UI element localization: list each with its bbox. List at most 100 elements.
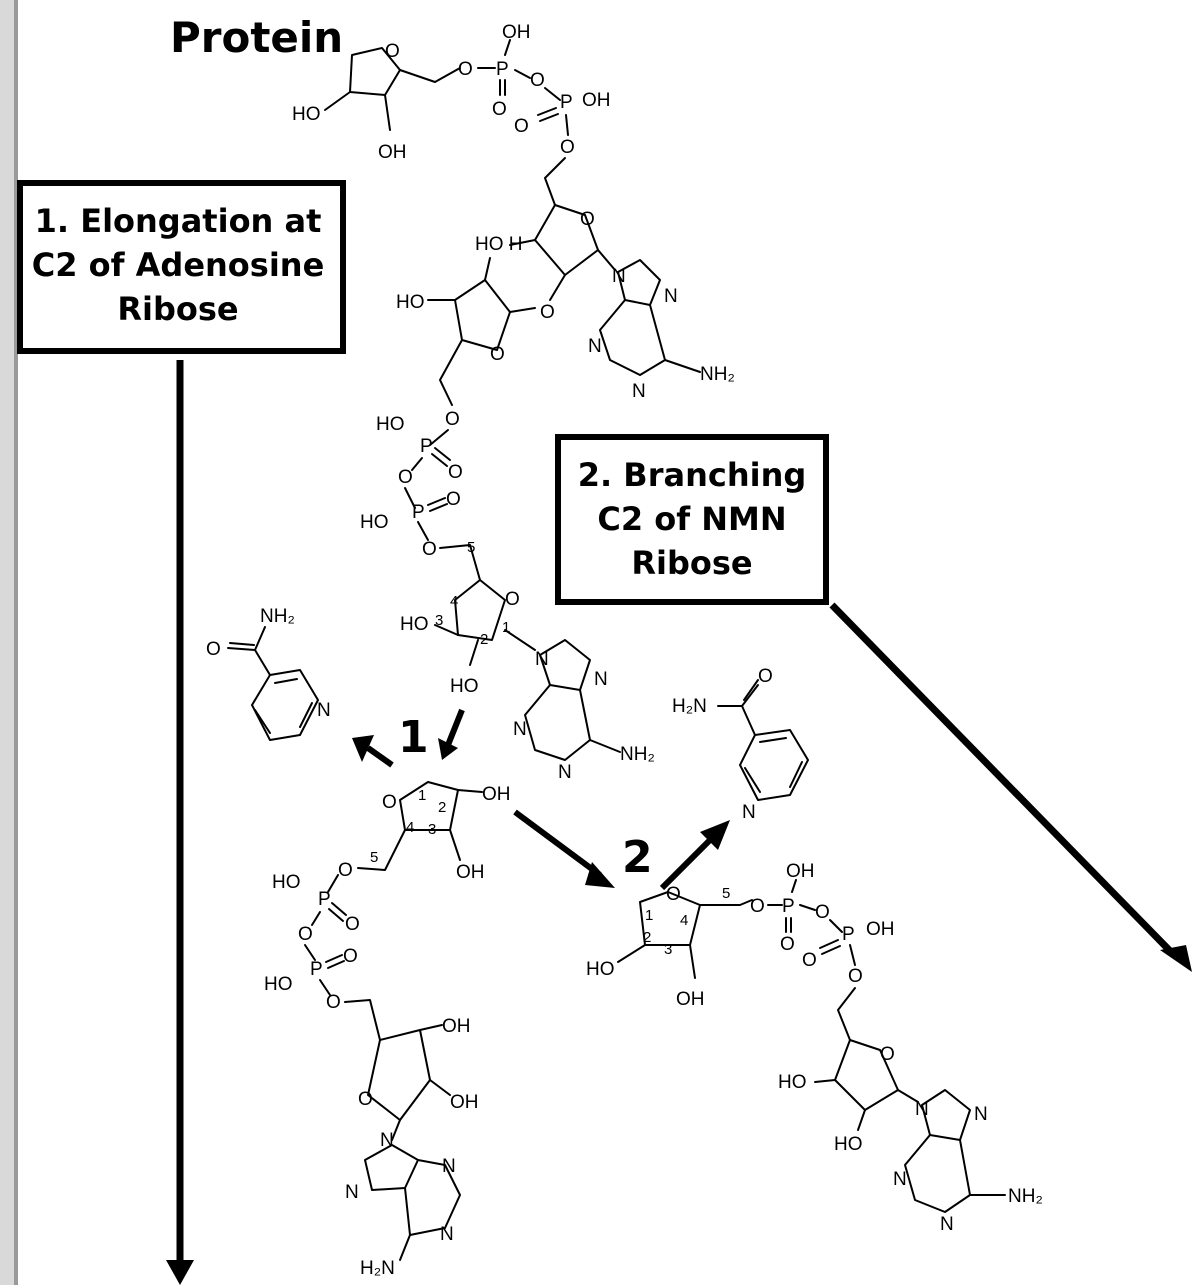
carbon-number-5: 5 xyxy=(370,849,378,866)
nicotinamide-right: H₂N O N xyxy=(672,666,809,823)
carbon-number-4: 4 xyxy=(406,819,414,836)
atom-nh2: NH₂ xyxy=(620,744,655,765)
atom-o: O xyxy=(802,950,817,971)
atom-h2n: H₂N xyxy=(672,696,707,717)
carbon-number-3: 3 xyxy=(435,612,443,629)
carbon-number-2: 2 xyxy=(438,799,446,816)
atom-nh2: NH₂ xyxy=(1008,1186,1043,1207)
atom-n: N xyxy=(915,1099,929,1120)
branching-pathway-arrow xyxy=(829,602,1192,972)
atom-o: O xyxy=(530,70,545,91)
atom-o: O xyxy=(505,589,520,610)
atom-p: P xyxy=(782,896,795,917)
atom-oh: OH xyxy=(502,22,531,43)
atom-n: N xyxy=(940,1214,954,1235)
atom-n: N xyxy=(594,669,608,690)
atom-ho: HO xyxy=(272,872,301,893)
atom-o: O xyxy=(446,489,461,510)
atom-n: N xyxy=(632,381,646,402)
atom-nh2: NH₂ xyxy=(700,364,735,385)
carbon-number-5: 5 xyxy=(467,539,475,556)
carbon-number-5: 5 xyxy=(722,885,730,902)
atom-oh: OH xyxy=(450,1092,479,1113)
atom-o: O xyxy=(492,99,507,120)
atom-p: P xyxy=(496,59,509,80)
atom-p: P xyxy=(560,92,573,113)
title-protein: Protein xyxy=(170,13,343,62)
atom-o: O xyxy=(880,1044,895,1065)
atom-o: O xyxy=(560,137,575,158)
atom-n: N xyxy=(513,719,527,740)
atom-oh: OH xyxy=(582,90,611,111)
atom-ho: HO xyxy=(586,959,615,980)
atom-ho: HO xyxy=(400,614,429,635)
carbon-number-1: 1 xyxy=(645,907,653,924)
atom-n: N xyxy=(442,1156,456,1177)
elongation-box-line-2: C2 of Adenosine xyxy=(32,246,325,284)
atom-o: O xyxy=(298,924,313,945)
atom-n: N xyxy=(742,802,756,823)
atom-ho: HO xyxy=(360,512,389,533)
atom-n: N xyxy=(317,700,331,721)
elongation-box-line-1: 1. Elongation at xyxy=(35,202,322,240)
atom-o: O xyxy=(385,41,400,62)
atom-o: O xyxy=(580,209,595,230)
atom-o: O xyxy=(382,792,397,813)
atom-p: P xyxy=(842,924,855,945)
step-1-arrows xyxy=(352,708,465,768)
atom-h2n: H₂N xyxy=(360,1258,395,1279)
atom-o: O xyxy=(780,934,795,955)
atom-oh: OH xyxy=(378,142,407,163)
atom-o: O xyxy=(338,860,353,881)
atom-n: N xyxy=(535,649,549,670)
atom-n: N xyxy=(558,762,572,783)
atom-o: O xyxy=(326,992,341,1013)
atom-n: N xyxy=(440,1224,454,1245)
right-ribose-product: O 1 4 2 3 HO OH 5 O P OH O O P OH O O O … xyxy=(586,861,1043,1235)
atom-ho: HO xyxy=(450,676,479,697)
atom-ho: HO xyxy=(834,1134,863,1155)
atom-n: N xyxy=(664,286,678,307)
atom-n: N xyxy=(974,1104,988,1125)
center-ribose-product: O 1 2 4 3 OH OH 5 O HO P O O P O HO O O … xyxy=(264,781,511,1279)
atom-o: O xyxy=(358,1089,373,1110)
atom-o: O xyxy=(206,639,221,660)
atom-o: O xyxy=(848,966,863,987)
atom-p: P xyxy=(310,959,323,980)
scan-edge xyxy=(0,0,14,1285)
branching-box: 2. Branching C2 of NMN Ribose xyxy=(555,434,829,605)
atom-ho: HO xyxy=(292,104,321,125)
atom-oh: OH xyxy=(482,784,511,805)
atom-oh: OH xyxy=(456,862,485,883)
atom-o: O xyxy=(343,946,358,967)
atom-o: O xyxy=(666,884,681,905)
atom-ho: HO xyxy=(396,292,425,313)
atom-o: O xyxy=(445,409,460,430)
nicotinamide-left: NH₂ O N xyxy=(206,606,331,741)
atom-o: O xyxy=(758,666,773,687)
carbon-number-1: 1 xyxy=(418,787,426,804)
top-ribose-chain: O HO OH O P OH O O P OH O O O HO H O N N xyxy=(292,22,735,783)
atom-ho-h: HO H xyxy=(475,234,523,255)
atom-oh: OH xyxy=(866,919,895,940)
carbon-number-4: 4 xyxy=(450,593,458,610)
carbon-number-2: 2 xyxy=(643,929,651,946)
atom-n: N xyxy=(345,1182,359,1203)
elongation-box: 1. Elongation at C2 of Adenosine Ribose xyxy=(17,180,346,354)
atom-o: O xyxy=(750,896,765,917)
elongation-box-line-3: Ribose xyxy=(117,290,238,328)
carbon-number-3: 3 xyxy=(428,821,436,838)
atom-ho: HO xyxy=(264,974,293,995)
step-2-arrows xyxy=(513,809,730,891)
atom-o: O xyxy=(448,462,463,483)
atom-n: N xyxy=(893,1169,907,1190)
atom-o: O xyxy=(815,902,830,923)
atom-o: O xyxy=(458,59,473,80)
carbon-number-1: 1 xyxy=(502,619,510,636)
atom-o: O xyxy=(514,116,529,137)
atom-o: O xyxy=(540,302,555,323)
carbon-number-2: 2 xyxy=(480,631,488,648)
atom-p: P xyxy=(318,889,331,910)
elongation-pathway-arrow xyxy=(166,360,194,1285)
